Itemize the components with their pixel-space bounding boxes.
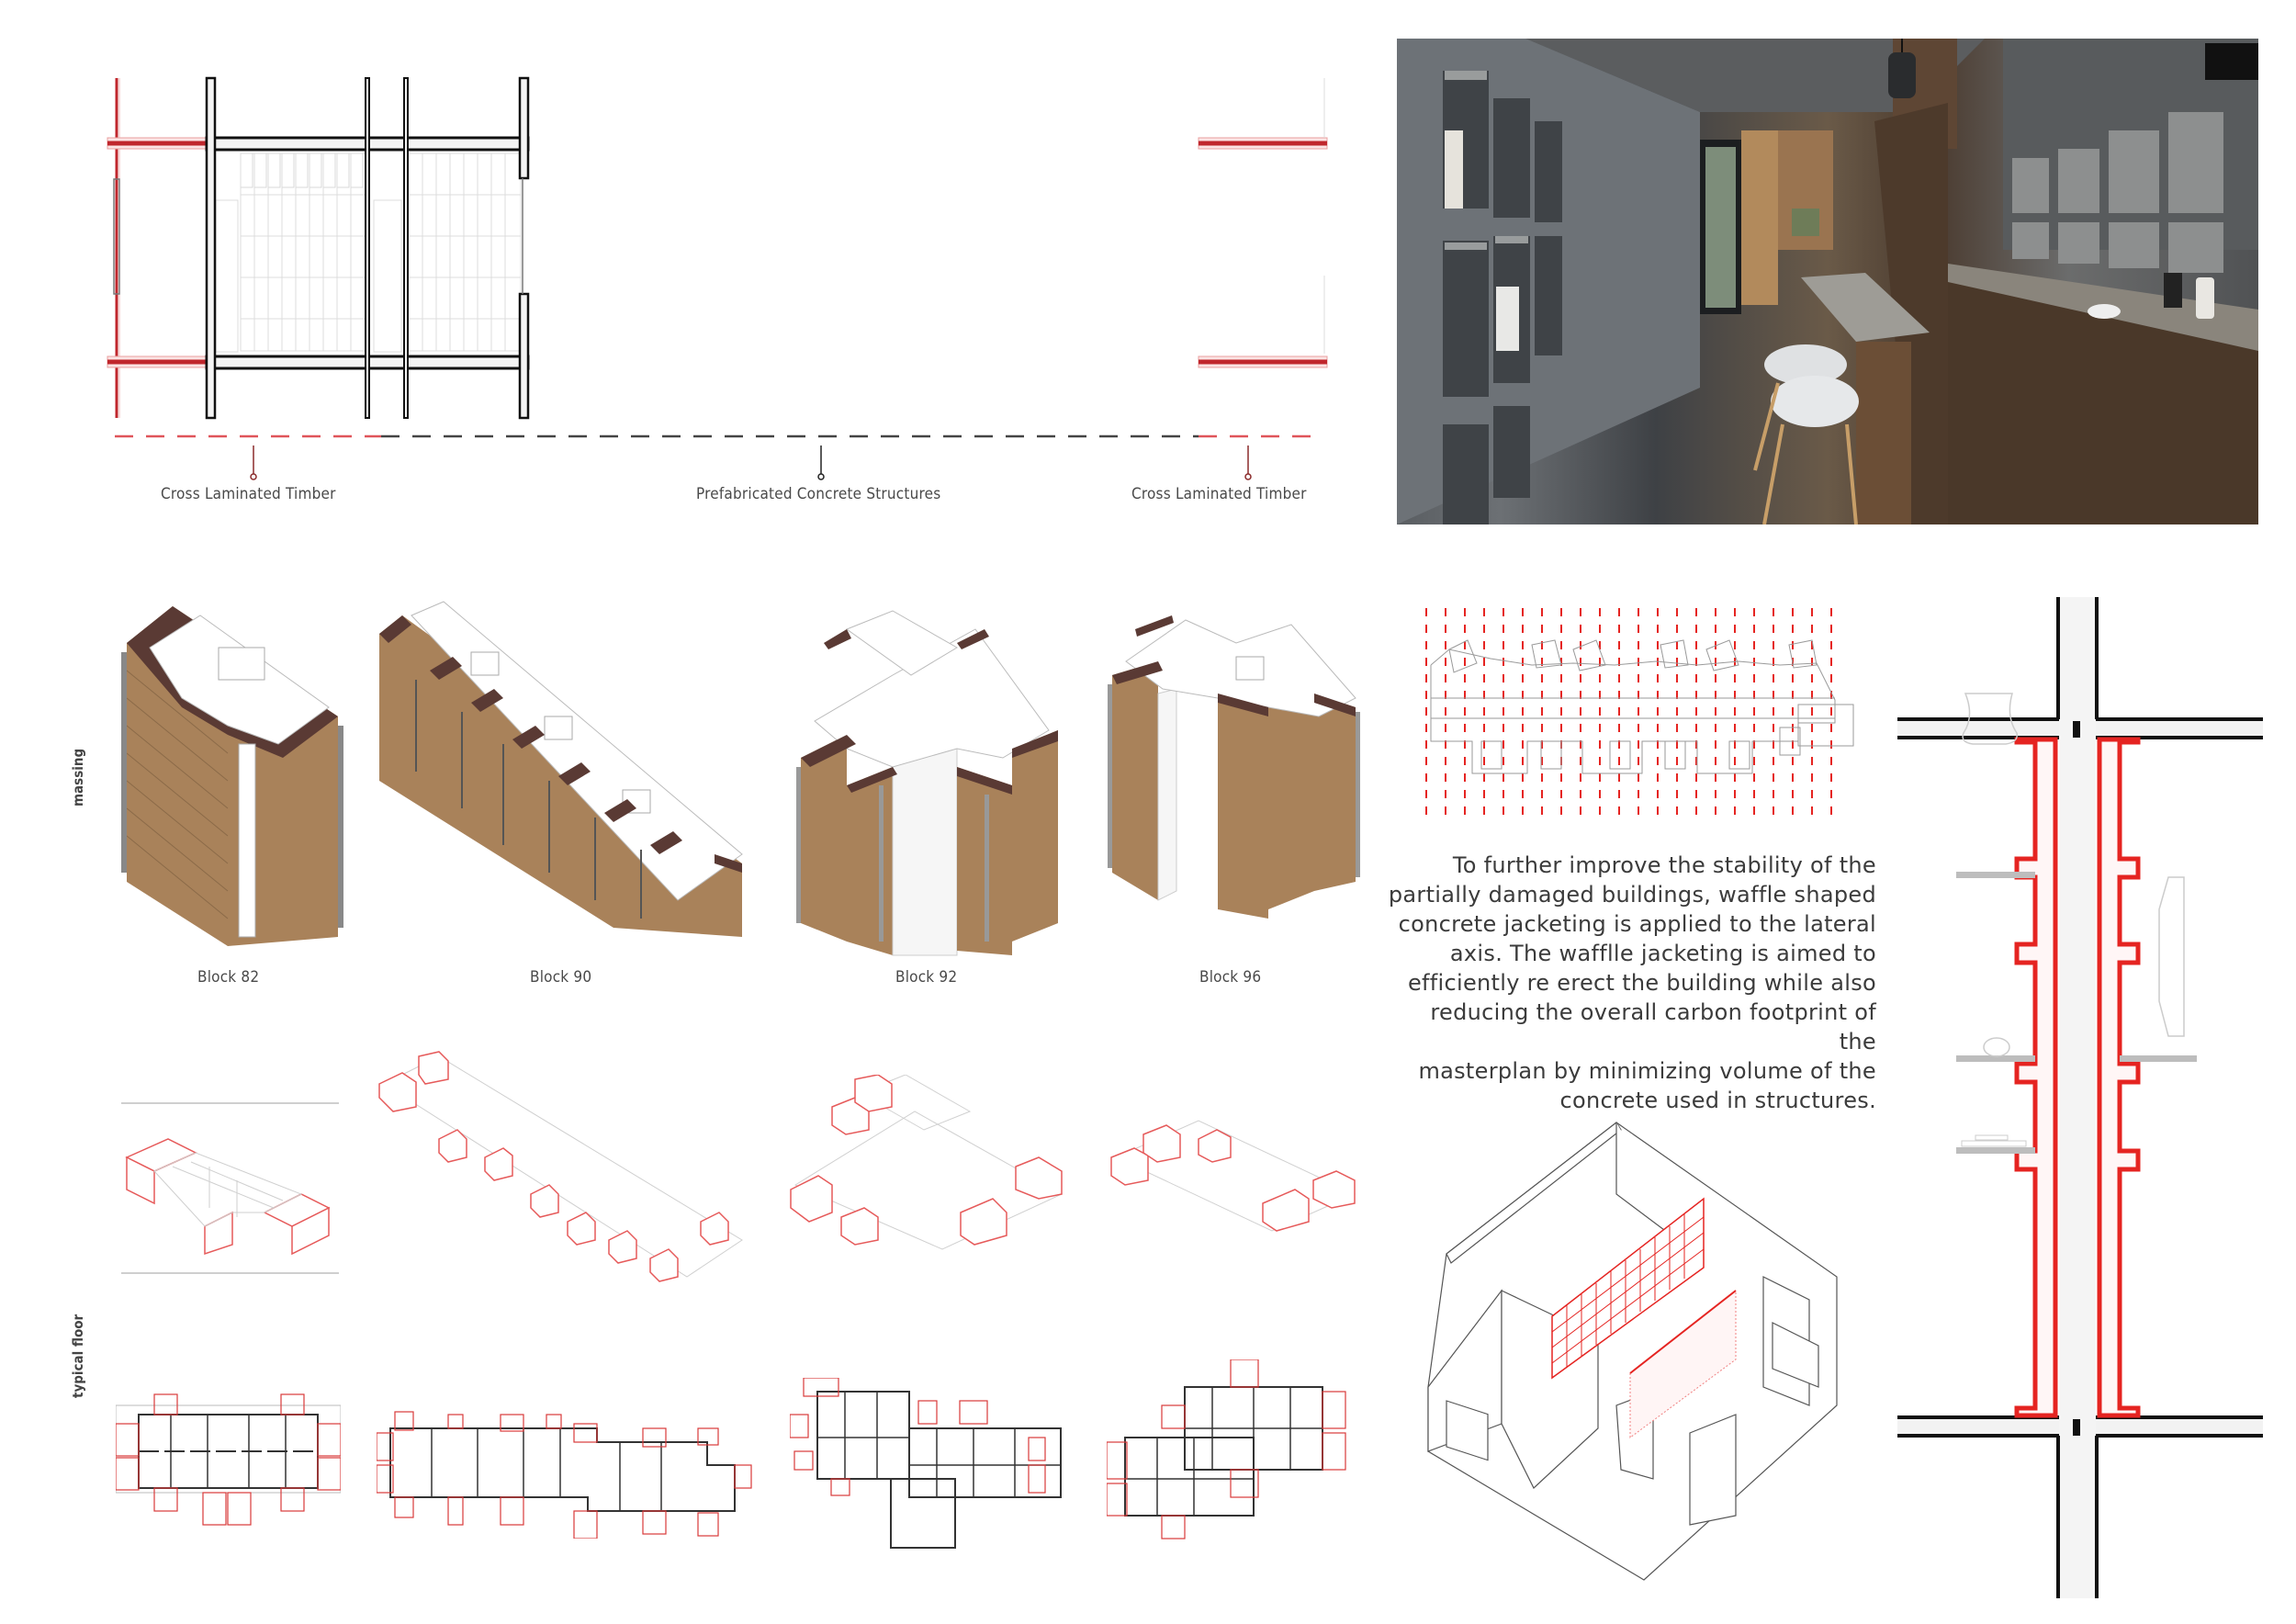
floor-plan-block-90 bbox=[377, 1410, 753, 1539]
massing-block-96 bbox=[1108, 606, 1365, 919]
legend-label-concrete: Prefabricated Concrete Structures bbox=[696, 485, 941, 503]
material-legend-line bbox=[115, 432, 1318, 441]
description-line: concrete used in structures. bbox=[1559, 1088, 1876, 1113]
legend-label-clt-right: Cross Laminated Timber bbox=[1131, 485, 1307, 503]
divider-line-top bbox=[121, 1102, 339, 1104]
divider-line-bottom bbox=[121, 1272, 339, 1274]
description-paragraph: To further improve the stability of the … bbox=[1387, 851, 1876, 1115]
row-label-typical-floor: typical floor bbox=[70, 1314, 86, 1398]
structure-plan-drawing bbox=[101, 64, 1332, 450]
floor-plate-iso-block-96 bbox=[1107, 1111, 1364, 1240]
isometric-room-drawing bbox=[1414, 1111, 1846, 1598]
massing-block-92 bbox=[792, 592, 1067, 960]
floor-plate-iso-block-82 bbox=[118, 1116, 347, 1263]
massing-block-90 bbox=[375, 597, 753, 946]
waffle-jacket-section-drawing bbox=[1897, 597, 2274, 1598]
interior-render-image bbox=[1397, 39, 2258, 524]
description-line: reducing the overall carbon footprint of… bbox=[1430, 999, 1876, 1054]
floor-plan-block-96 bbox=[1107, 1359, 1359, 1543]
floor-plan-block-92 bbox=[790, 1378, 1065, 1552]
floor-plan-block-82 bbox=[116, 1392, 341, 1529]
description-line: axis. The wafflle jacketing is aimed to bbox=[1449, 941, 1876, 966]
massing-block-82 bbox=[118, 597, 347, 946]
legend-label-clt-left: Cross Laminated Timber bbox=[161, 485, 336, 503]
block-label-82: Block 82 bbox=[197, 968, 260, 987]
block-label-92: Block 92 bbox=[895, 968, 958, 987]
waffle-grid-plan bbox=[1422, 608, 1881, 815]
block-label-96: Block 96 bbox=[1199, 968, 1262, 987]
leader-clt-right bbox=[1243, 445, 1254, 482]
leader-concrete bbox=[816, 445, 827, 482]
row-label-massing: massing bbox=[70, 748, 86, 806]
floor-plate-iso-block-92 bbox=[786, 1075, 1071, 1258]
description-line: efficiently re erect the building while … bbox=[1407, 970, 1876, 996]
leader-clt-left bbox=[248, 445, 259, 482]
description-line: To further improve the stability of the bbox=[1452, 852, 1876, 878]
description-line: masterplan by minimizing volume of the bbox=[1418, 1058, 1876, 1084]
floor-plate-iso-block-90 bbox=[375, 1047, 753, 1304]
block-label-90: Block 90 bbox=[530, 968, 592, 987]
description-line: partially damaged buildings, waffle shap… bbox=[1388, 882, 1876, 908]
description-line: concrete jacketing is applied to the lat… bbox=[1398, 911, 1876, 937]
